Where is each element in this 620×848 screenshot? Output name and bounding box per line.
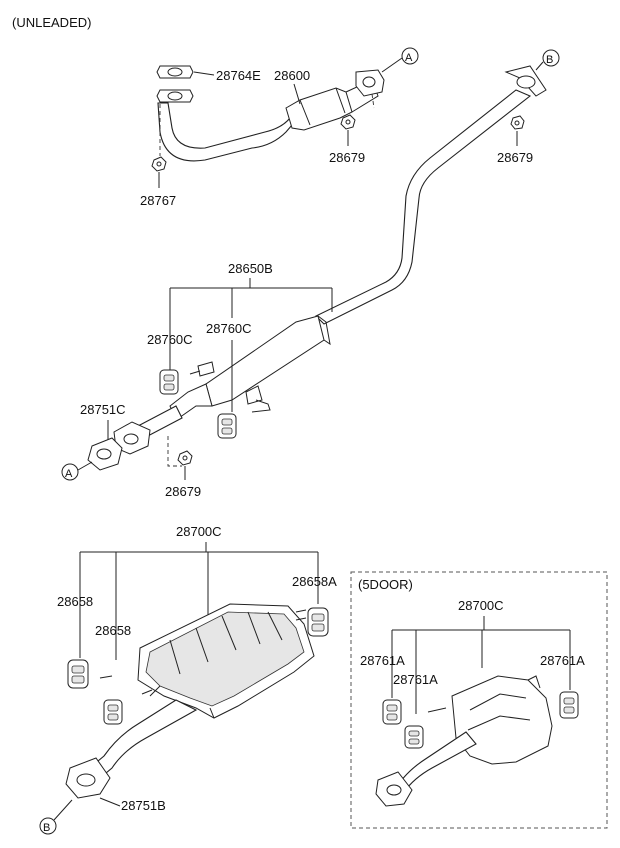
marker-b-bottom: B [39,799,73,835]
label-28658-2: 28658 [95,623,131,638]
label-28600: 28600 [274,68,310,83]
label-28767: 28767 [140,193,176,208]
inset-label-28761A-2: 28761A [393,672,438,687]
label-28658A: 28658A [292,574,337,589]
label-28679-c: 28679 [165,484,201,499]
front-pipe-assembly [156,65,385,162]
label-28679-a: 28679 [329,150,365,165]
diagram-title: (UNLEADED) [12,15,91,30]
inset-hanger-center [404,725,424,749]
svg-text:B: B [546,54,553,66]
rubber-hanger-28658-center [103,699,123,725]
svg-text:A: A [65,468,73,480]
label-28760C-2: 28760C [206,321,252,336]
label-28760C-1: 28760C [147,332,193,347]
marker-a-top: A [381,47,419,73]
label-28679-b: 28679 [497,150,533,165]
rubber-hanger-28760C-right [217,413,237,439]
nut-28679-top-left [340,114,356,130]
svg-text:A: A [405,52,413,64]
label-28658-1: 28658 [57,594,93,609]
nut-28767 [151,104,167,172]
label-28764E: 28764E [216,68,261,83]
inset-hanger-right [559,691,579,719]
label-28751C: 28751C [80,402,126,417]
label-28700C: 28700C [176,524,222,539]
marker-a-mid: A [61,461,93,481]
rubber-hanger-28658A [307,607,329,637]
nut-28679-top-right [510,115,525,130]
center-pipe-assembly [87,65,547,471]
nut-28679-center [177,450,193,466]
inset-5door-box [350,571,608,829]
rubber-hanger-28658-left [67,659,113,689]
rubber-hanger-28760C-left [159,369,179,395]
label-28650B: 28650B [228,261,273,276]
main-muffler-28700C [65,603,315,799]
inset-muffler [375,675,553,807]
svg-text:B: B [43,822,50,834]
inset-label-28761A-3: 28761A [540,653,585,668]
inset-label-28700C: 28700C [458,598,504,613]
inset-hanger-left [382,699,402,725]
marker-b-top: B [535,49,560,71]
label-28751B: 28751B [121,798,166,813]
inset-title: (5DOOR) [358,577,413,592]
inset-label-28761A-1: 28761A [360,653,405,668]
